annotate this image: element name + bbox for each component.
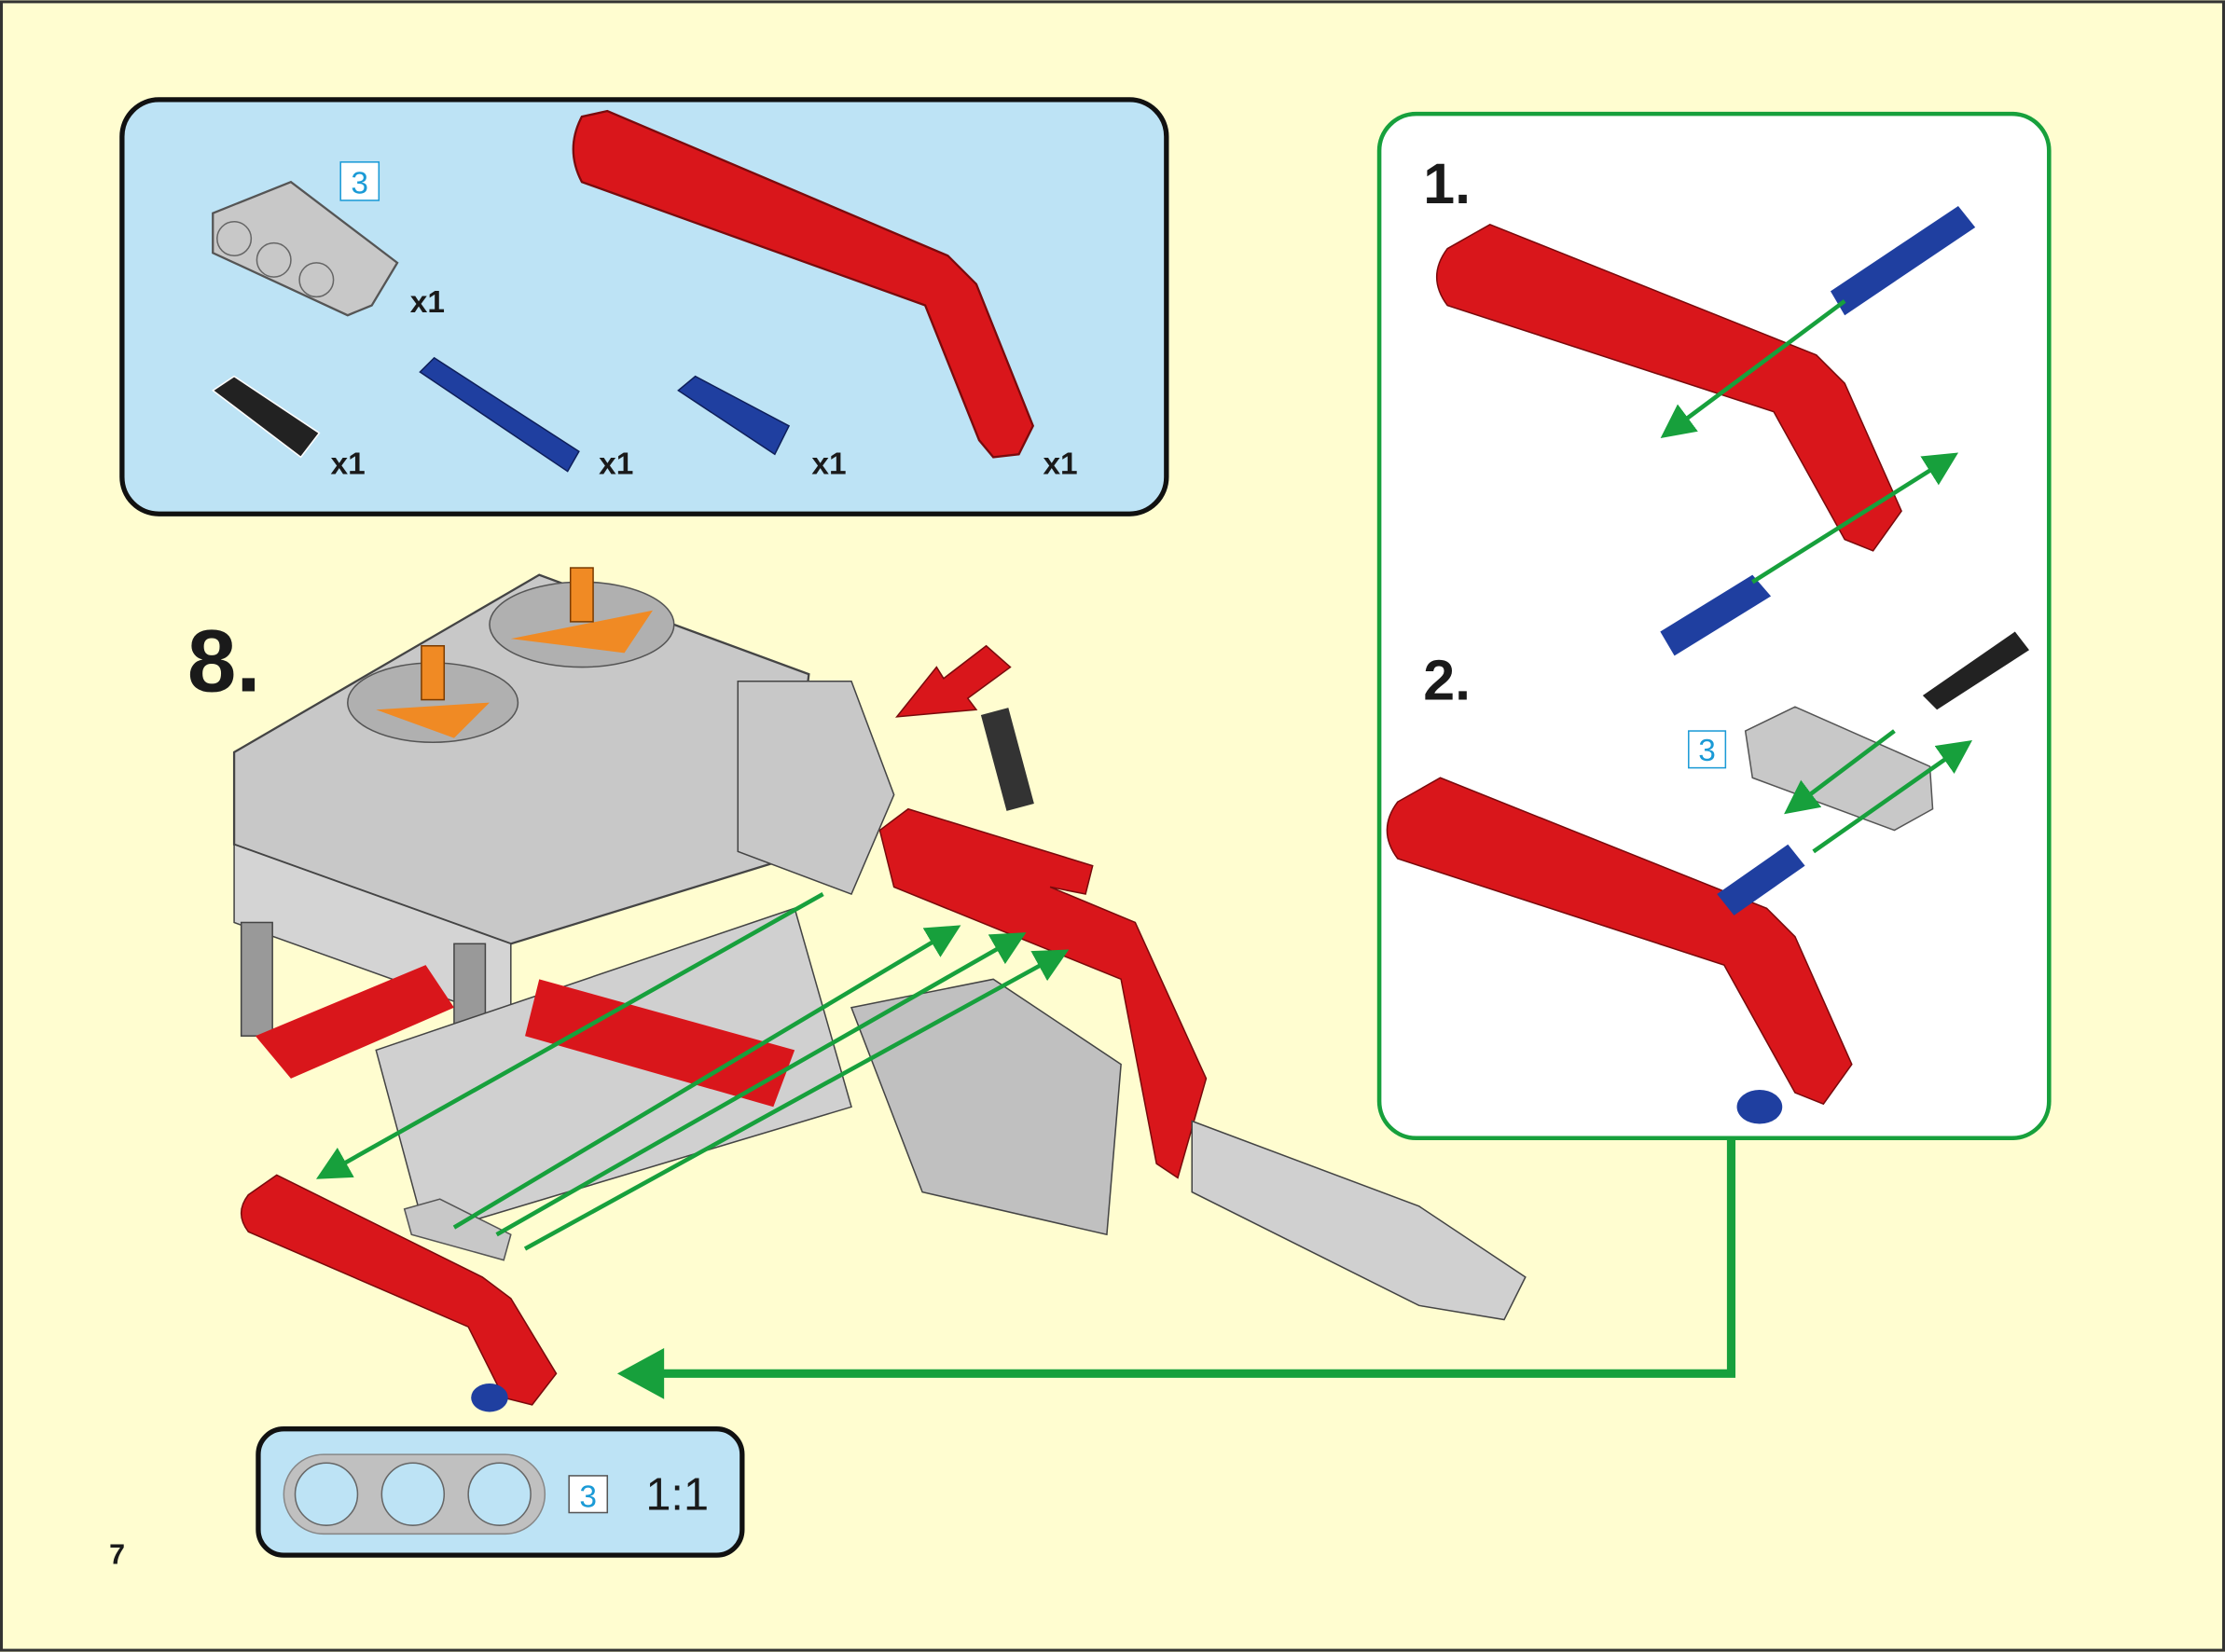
beam-length-label: 3 — [351, 166, 368, 200]
blue-pin-end-substep-2 — [1736, 1090, 1783, 1124]
blue-pin-substep-1a — [1830, 206, 1976, 316]
parts-list-panel: 3 x1 x1 x1 x1 x1 — [119, 97, 1169, 516]
scale-reference-panel: 3 1:1 — [256, 1426, 745, 1558]
beam-length-badge-substep-2 — [1688, 730, 1727, 769]
red-bent-beam-attach — [240, 1174, 558, 1406]
qty-gray-beam: x1 — [410, 285, 445, 320]
gray-beam-3-part — [212, 180, 399, 317]
red-bent-beam-substep-2 — [1386, 777, 1853, 1106]
attention-arrow — [894, 644, 1012, 718]
beam-length-badge — [339, 161, 380, 201]
qty-red-bent-beam: x1 — [1043, 447, 1077, 482]
flow-arrow — [659, 1137, 1736, 1378]
scale-length-label: 3 — [579, 1480, 597, 1514]
blue-pin-attach — [471, 1384, 508, 1412]
scale-ratio: 1:1 — [645, 1469, 709, 1520]
substep-2-label: 2. — [1423, 649, 1471, 712]
main-model-illustration — [232, 567, 1527, 1321]
blue-long-pin-part — [419, 356, 580, 473]
blue-pin-substep-1b — [1660, 574, 1772, 656]
red-bent-beam-substep-1 — [1436, 223, 1902, 552]
qty-blue-long-pin: x1 — [599, 447, 633, 482]
flow-arrow-head — [616, 1347, 665, 1399]
substep-1-label: 1. — [1423, 152, 1471, 215]
black-pin-substep-2 — [1922, 631, 2030, 710]
beam-length-label-substep-2: 3 — [1698, 734, 1716, 768]
black-pin-part — [211, 375, 321, 459]
red-bent-beam-part — [572, 109, 1035, 459]
subassembly-panel: 1. 2. 3 — [1376, 111, 2052, 1141]
qty-blue-short-pin: x1 — [811, 447, 846, 482]
page-number: 7 — [109, 1538, 125, 1570]
step-number: 8. — [187, 612, 261, 709]
blue-short-pin-part — [677, 375, 791, 456]
qty-black-pin: x1 — [331, 447, 366, 482]
blue-pin-substep-2 — [1717, 844, 1805, 915]
gray-beam-attach — [403, 1198, 512, 1261]
